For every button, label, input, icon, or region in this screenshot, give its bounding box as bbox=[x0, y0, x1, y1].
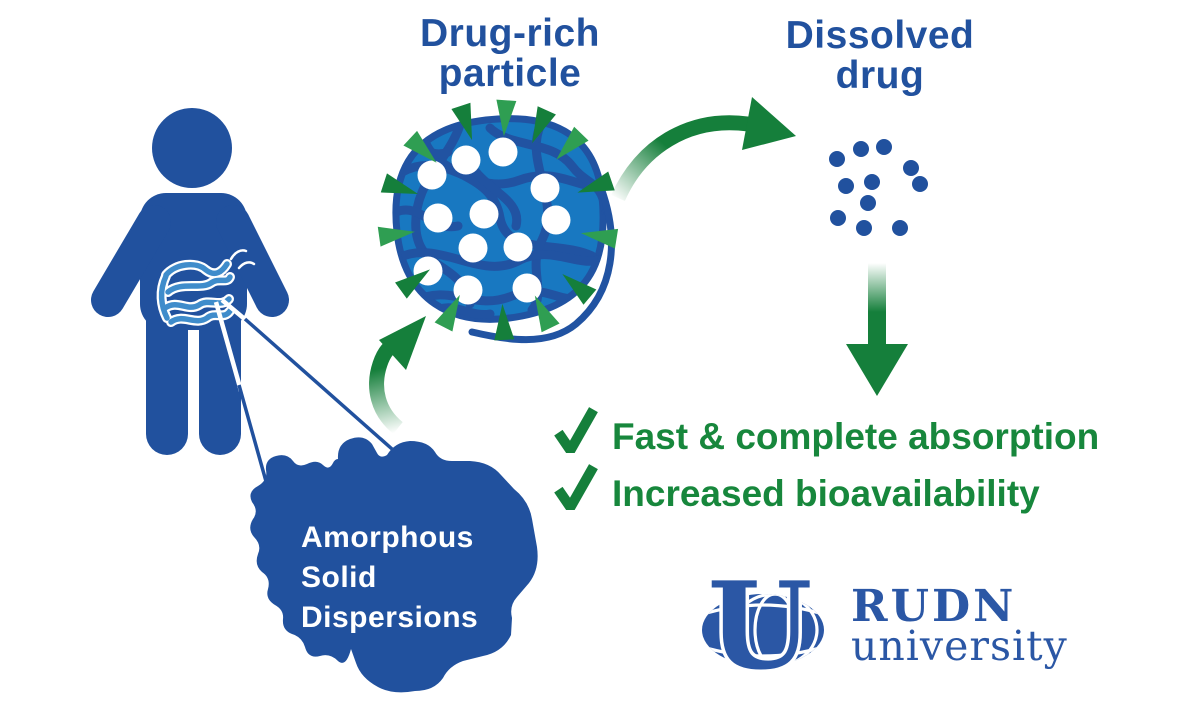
logo-letter-u: U bbox=[708, 556, 813, 697]
rudn-logo-text: RUDN university bbox=[851, 581, 1068, 670]
benefit-item-absorption: Fast & complete absorption bbox=[552, 405, 1099, 457]
intestine-icon bbox=[156, 249, 256, 327]
asd-blob bbox=[250, 437, 538, 693]
curved-arrow-right-icon bbox=[611, 97, 796, 202]
callout-lines bbox=[213, 298, 394, 493]
person-head bbox=[152, 108, 232, 188]
checkmark-icon bbox=[554, 407, 598, 453]
drug-molecule-dots bbox=[413, 137, 571, 305]
curved-arrow-up-icon bbox=[369, 316, 426, 434]
label-line: Dissolved bbox=[785, 14, 975, 57]
down-arrow-icon bbox=[846, 263, 908, 396]
drug-rich-particle-label: Drug-rich particle bbox=[385, 14, 635, 94]
benefit-text: Increased bioavailability bbox=[612, 473, 1040, 514]
label-line: Solid bbox=[301, 561, 377, 594]
person-silhouette-icon bbox=[91, 108, 394, 493]
label-line: Drug-rich bbox=[420, 12, 600, 55]
benefit-text: Fast & complete absorption bbox=[612, 416, 1100, 457]
benefit-item-bioavailability: Increased bioavailability bbox=[552, 462, 1040, 514]
label-line: Dispersions bbox=[301, 601, 479, 634]
person-arm-right bbox=[216, 205, 289, 317]
logo-subtitle: university bbox=[851, 622, 1068, 670]
drug-rich-particle-icon bbox=[377, 99, 619, 344]
person-arm-left bbox=[91, 205, 171, 317]
logo-name: RUDN bbox=[851, 581, 1017, 632]
label-line: drug bbox=[835, 54, 925, 97]
asd-blob-label: Amorphous Solid Dispersions bbox=[301, 518, 478, 638]
rudn-logo-mark: U bbox=[702, 553, 824, 701]
dissolved-drug-label: Dissolved drug bbox=[770, 16, 990, 96]
checkmark-icon bbox=[554, 464, 598, 510]
dissolved-drug-dots-icon bbox=[829, 139, 928, 236]
label-line: Amorphous bbox=[301, 521, 474, 554]
label-line: particle bbox=[438, 52, 582, 95]
